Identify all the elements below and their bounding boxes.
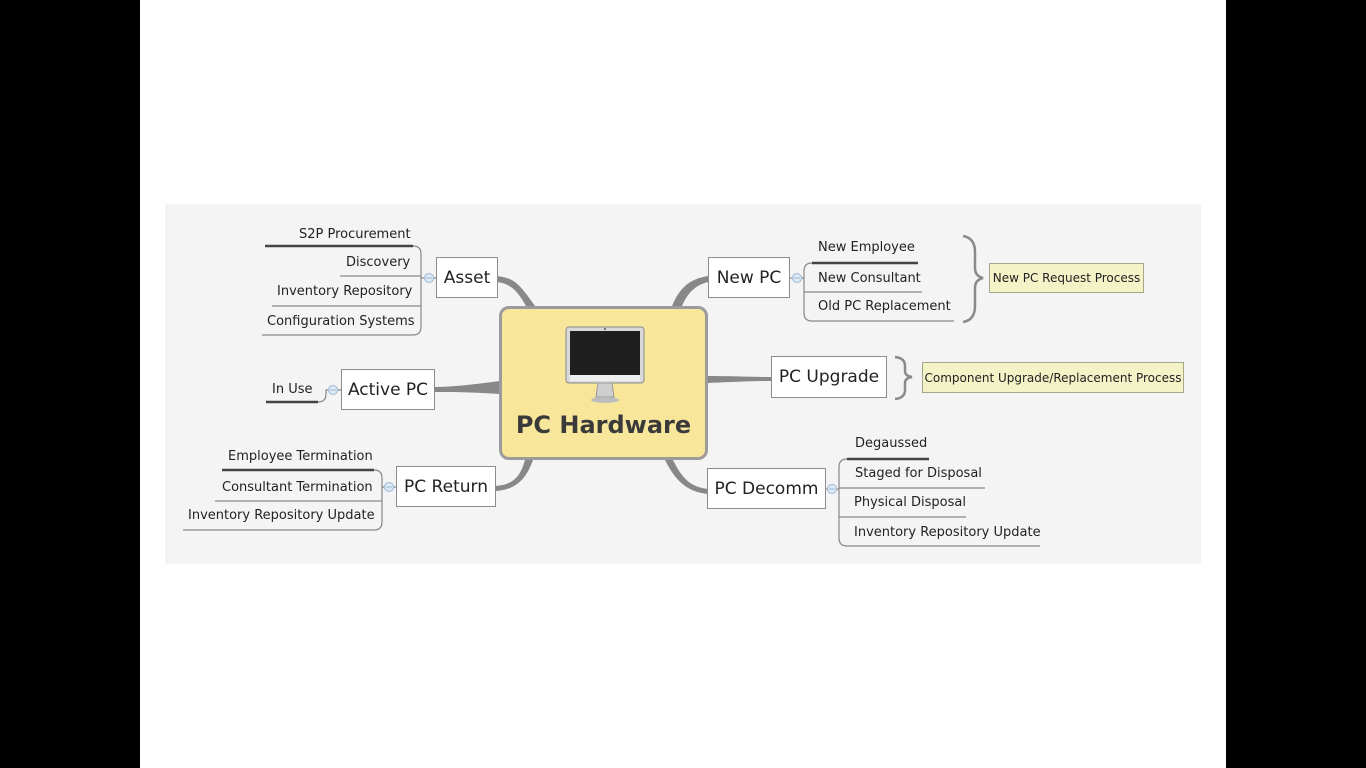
subtopic-staged-for-disposal[interactable]: Staged for Disposal (855, 466, 982, 481)
topic-active-pc[interactable]: Active PC (341, 369, 435, 410)
subtopic-decomm-inventory-repository-update[interactable]: Inventory Repository Update (854, 525, 1041, 540)
subtopic-consultant-termination[interactable]: Consultant Termination (222, 480, 373, 495)
topic-pc-upgrade[interactable]: PC Upgrade (771, 356, 887, 398)
subtopic-configuration-systems[interactable]: Configuration Systems (267, 314, 415, 329)
monitor-icon (565, 326, 645, 403)
topic-new-pc[interactable]: New PC (708, 257, 790, 298)
central-topic[interactable]: PC Hardware (499, 306, 708, 460)
subtopic-new-employee[interactable]: New Employee (818, 240, 915, 255)
summary-new-pc-request-process[interactable]: New PC Request Process (989, 263, 1144, 293)
subtopic-employee-termination[interactable]: Employee Termination (228, 449, 373, 464)
central-topic-title: PC Hardware (515, 411, 692, 439)
subtopic-inventory-repository-update[interactable]: Inventory Repository Update (188, 508, 375, 523)
subtopic-inventory-repository[interactable]: Inventory Repository (277, 284, 413, 299)
summary-component-upgrade-process[interactable]: Component Upgrade/Replacement Process (922, 362, 1184, 393)
topic-pc-decomm[interactable]: PC Decomm (707, 468, 826, 509)
subtopic-old-pc-replacement[interactable]: Old PC Replacement (818, 299, 951, 314)
subtopic-in-use[interactable]: In Use (272, 382, 313, 397)
subtopic-s2p-procurement[interactable]: S2P Procurement (299, 227, 411, 242)
topic-asset[interactable]: Asset (436, 257, 498, 298)
subtopic-new-consultant[interactable]: New Consultant (818, 271, 921, 286)
topic-pc-return[interactable]: PC Return (396, 466, 496, 507)
subtopic-degaussed[interactable]: Degaussed (855, 436, 928, 451)
subtopic-discovery[interactable]: Discovery (346, 255, 411, 270)
subtopic-physical-disposal[interactable]: Physical Disposal (854, 495, 966, 510)
